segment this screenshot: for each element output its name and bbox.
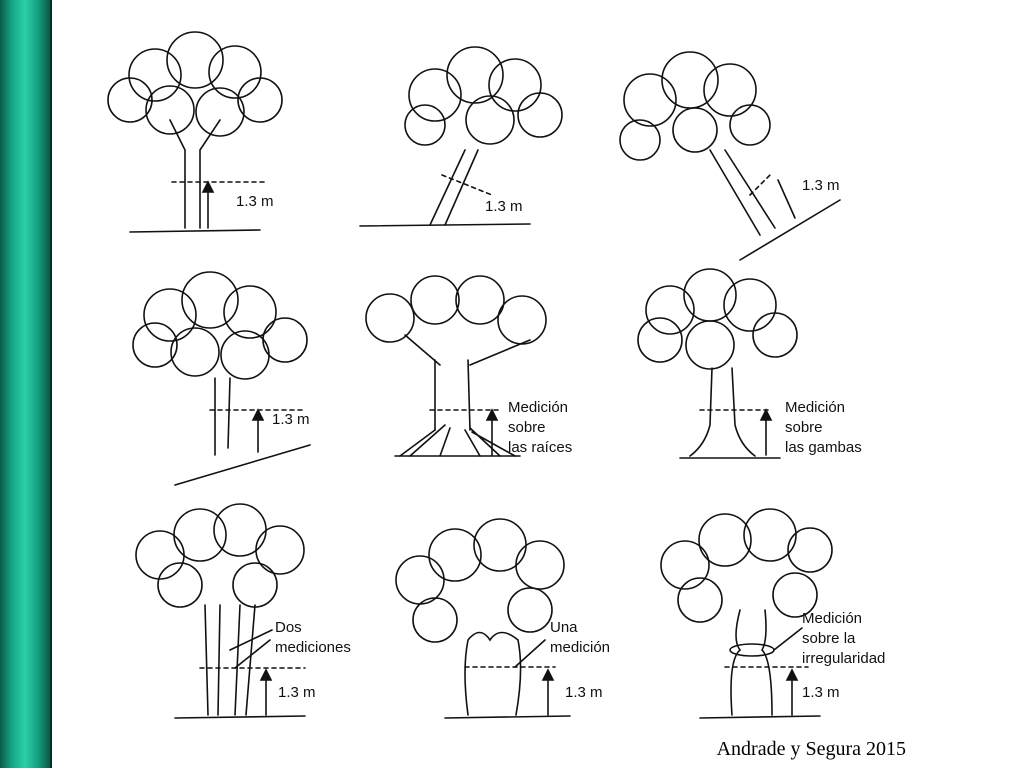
panel-label-line-2: sobre la xyxy=(802,630,856,647)
panel-label-line-1: Medición xyxy=(785,399,845,416)
sloped-ground xyxy=(174,444,311,486)
panel-irregular: Medición sobre la irregularidad 1.3 m xyxy=(660,508,885,719)
panel-label-line-3: irregularidad xyxy=(802,650,885,667)
arrow-head xyxy=(785,668,799,681)
panel-forked-high: Una medición 1.3 m xyxy=(395,518,610,719)
arrow-head xyxy=(259,668,273,681)
arrow-head xyxy=(485,408,499,421)
pointer-arrow xyxy=(234,639,271,669)
ground-line xyxy=(129,229,261,233)
citation-text: Andrade y Segura 2015 xyxy=(716,738,906,760)
tree-crown xyxy=(132,271,308,380)
tree-trunk xyxy=(730,609,773,716)
tree-trunk xyxy=(689,367,756,457)
tree-measurement-diagram: 1.3 m 1.3 m 1.3 m 1 xyxy=(107,31,885,719)
tree-trunk xyxy=(429,149,479,226)
panel-leaning: 1.3 m xyxy=(359,46,563,227)
panel-label-line-3: las raíces xyxy=(508,439,572,456)
arrow-head xyxy=(251,408,265,421)
tree-trunk xyxy=(169,119,221,229)
tree-crown xyxy=(404,46,563,146)
panel-label-line-1: Medición xyxy=(802,610,862,627)
panel-slope: 1.3 m xyxy=(619,51,841,261)
panel-label-line-2: sobre xyxy=(785,419,823,436)
arrow-head xyxy=(201,180,215,193)
panel-buttress: Medición sobre las gambas xyxy=(637,268,862,459)
sloped-ground xyxy=(739,199,841,261)
tree-crown xyxy=(395,518,565,643)
panel-label-line-1: Dos xyxy=(275,619,302,636)
tree-crown xyxy=(365,275,547,345)
tree-crown xyxy=(135,503,305,608)
panel-label-line-1: Una xyxy=(550,619,578,636)
height-arrow xyxy=(777,179,796,219)
tree-trunk xyxy=(464,631,522,716)
panel-label-height: 1.3 m xyxy=(565,684,603,701)
panel-label-line-3: las gambas xyxy=(785,439,862,456)
panel-label-line-1: Medición xyxy=(508,399,568,416)
measure-line xyxy=(749,174,771,196)
tree-crown xyxy=(660,508,833,623)
pointer-arrow xyxy=(773,627,803,651)
ground-line xyxy=(174,715,306,719)
arrow-head xyxy=(541,668,555,681)
tree-crown xyxy=(107,31,283,137)
pointer-arrow xyxy=(514,639,546,668)
panel-straight: 1.3 m xyxy=(107,31,283,233)
panel-label-height: 1.3 m xyxy=(278,684,316,701)
panel-forked-low: Dos mediciones 1.3 m xyxy=(135,503,351,719)
panel-label: 1.3 m xyxy=(236,193,274,210)
panel-label-line-2: medición xyxy=(550,639,610,656)
tree-trunk xyxy=(214,377,231,456)
ground-line xyxy=(699,715,821,719)
measure-line xyxy=(441,174,493,196)
pointer-arrow xyxy=(229,629,273,651)
panel-label: 1.3 m xyxy=(802,177,840,194)
panel-roots: Medición sobre las raíces xyxy=(365,275,572,457)
panel-label-line-2: mediciones xyxy=(275,639,351,656)
tree-crown xyxy=(619,51,771,161)
tree-trunk xyxy=(404,334,531,431)
panel-label-line-2: sobre xyxy=(508,419,546,436)
ground-line xyxy=(359,223,531,227)
panel-label-height: 1.3 m xyxy=(802,684,840,701)
tree-crown xyxy=(637,268,798,370)
panel-label: 1.3 m xyxy=(272,411,310,428)
tree-trunk xyxy=(204,604,256,716)
panel-slope-uphill: 1.3 m xyxy=(132,271,311,486)
arrow-head xyxy=(759,408,773,421)
panel-label: 1.3 m xyxy=(485,198,523,215)
tree-trunk xyxy=(709,149,776,236)
ground-line xyxy=(444,715,571,719)
root-lines xyxy=(399,424,516,457)
irregularity-ring xyxy=(729,643,775,657)
sidebar-accent-bar xyxy=(0,0,52,768)
